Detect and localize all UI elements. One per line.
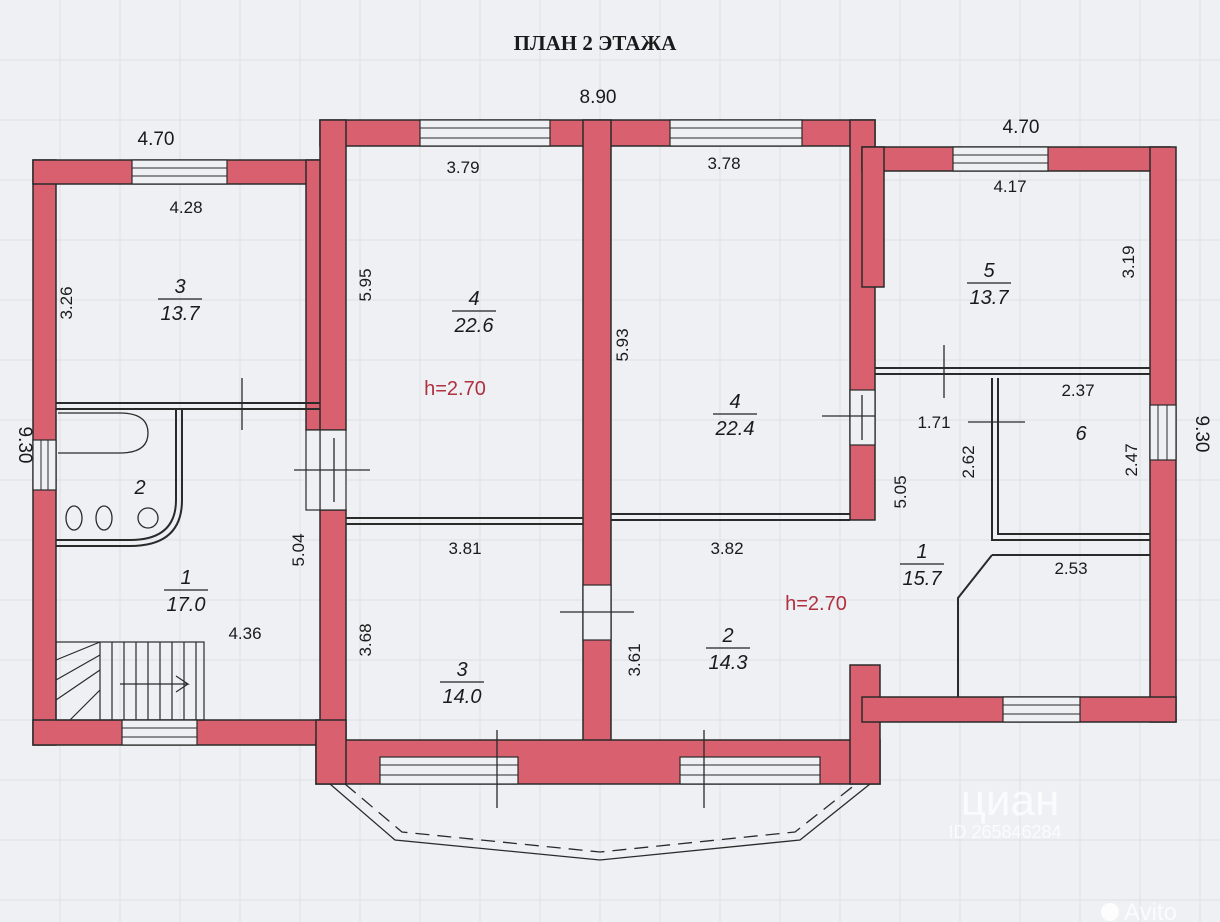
room-area: 13.7 bbox=[161, 303, 201, 325]
room-2-bath: 2 bbox=[133, 477, 145, 499]
overall-dims: 8.90 4.70 4.70 9.30 9.30 bbox=[14, 87, 1212, 463]
room-height: 3.68 bbox=[356, 623, 375, 656]
room-width: 4.17 bbox=[993, 177, 1026, 196]
dim-right-height: 9.30 bbox=[1191, 416, 1212, 453]
plan-title: ПЛАН 2 ЭТАЖА bbox=[514, 31, 678, 55]
ceiling-height-left: h=2.70 bbox=[424, 378, 486, 400]
room-area: 22.4 bbox=[715, 418, 755, 440]
room-area: 13.7 bbox=[970, 287, 1010, 309]
room-3-top-left: 4.28 3.26 3 13.7 bbox=[57, 198, 203, 325]
room-number: 1 bbox=[916, 541, 927, 563]
room-number: 3 bbox=[174, 276, 185, 298]
room-width: 3.78 bbox=[707, 154, 740, 173]
room-2-bottom: 3.82 3.61 2 14.3 bbox=[625, 539, 750, 677]
bay-window bbox=[329, 783, 871, 861]
room-1-left: 1 17.0 4.36 5.04 bbox=[164, 533, 308, 643]
room-number: 3 bbox=[456, 659, 467, 681]
room-height: 5.93 bbox=[613, 328, 632, 361]
room-5: 4.17 3.19 5 13.7 bbox=[967, 177, 1138, 309]
room-6: 2.37 6 2.47 2.62 bbox=[959, 381, 1141, 479]
room-number: 2 bbox=[133, 477, 145, 499]
room-number: 4 bbox=[468, 288, 479, 310]
room-width: 3.82 bbox=[710, 539, 743, 558]
room-area: 17.0 bbox=[167, 594, 206, 616]
room-1-right: 1.71 5.05 1 15.7 2.53 bbox=[891, 413, 1088, 590]
dim-top-width: 8.90 bbox=[580, 87, 617, 108]
openings bbox=[32, 119, 1177, 785]
watermark-avito: Avito bbox=[1101, 899, 1177, 922]
room-width: 4.36 bbox=[228, 624, 261, 643]
room-width: 3.81 bbox=[448, 539, 481, 558]
partitions bbox=[56, 367, 1150, 697]
window-lines bbox=[40, 127, 1168, 776]
room-area: 15.7 bbox=[903, 568, 943, 590]
room-area: 22.6 bbox=[454, 315, 495, 337]
room-4-right: 3.78 5.93 4 22.4 bbox=[613, 154, 757, 440]
dim-right-width: 4.70 bbox=[1003, 117, 1040, 138]
room-width: 2.37 bbox=[1061, 381, 1094, 400]
room-height-alt: 2.62 bbox=[959, 445, 978, 478]
avito-logo-icon bbox=[1101, 903, 1119, 921]
room-number: 4 bbox=[729, 391, 740, 413]
room-height: 3.61 bbox=[625, 643, 644, 676]
room-height: 5.04 bbox=[289, 533, 308, 566]
room-number: 1 bbox=[180, 567, 191, 589]
door-markers bbox=[241, 345, 1025, 808]
cian-logo-text: циан bbox=[961, 776, 1060, 825]
cian-id-text: ID 265846284 bbox=[948, 822, 1061, 842]
room-number: 5 bbox=[983, 260, 995, 282]
room-area: 14.0 bbox=[443, 686, 482, 708]
dim-left-height: 9.30 bbox=[14, 427, 35, 464]
room-height: 3.26 bbox=[57, 286, 76, 319]
room-height: 3.19 bbox=[1119, 245, 1138, 278]
room-width-upper: 1.71 bbox=[917, 413, 950, 432]
room-4-left: 3.79 5.95 4 22.6 bbox=[356, 158, 496, 337]
room-number: 6 bbox=[1075, 423, 1087, 445]
ceiling-height-right: h=2.70 bbox=[785, 593, 847, 615]
room-height: 2.47 bbox=[1122, 443, 1141, 476]
room-3-bottom: 3.81 3.68 3 14.0 bbox=[356, 539, 484, 708]
watermark-cian: циан ID 265846284 bbox=[948, 776, 1061, 842]
room-width-lower: 2.53 bbox=[1054, 559, 1087, 578]
dim-left-width: 4.70 bbox=[138, 129, 175, 150]
room-width: 4.28 bbox=[169, 198, 202, 217]
staircase bbox=[55, 641, 205, 721]
room-width: 3.79 bbox=[446, 158, 479, 177]
room-number: 2 bbox=[721, 625, 733, 647]
room-height: 5.95 bbox=[356, 268, 375, 301]
avito-logo-text: Avito bbox=[1124, 899, 1177, 922]
room-height: 5.05 bbox=[891, 475, 910, 508]
bath-fixtures bbox=[58, 412, 159, 531]
room-area: 14.3 bbox=[709, 652, 748, 674]
